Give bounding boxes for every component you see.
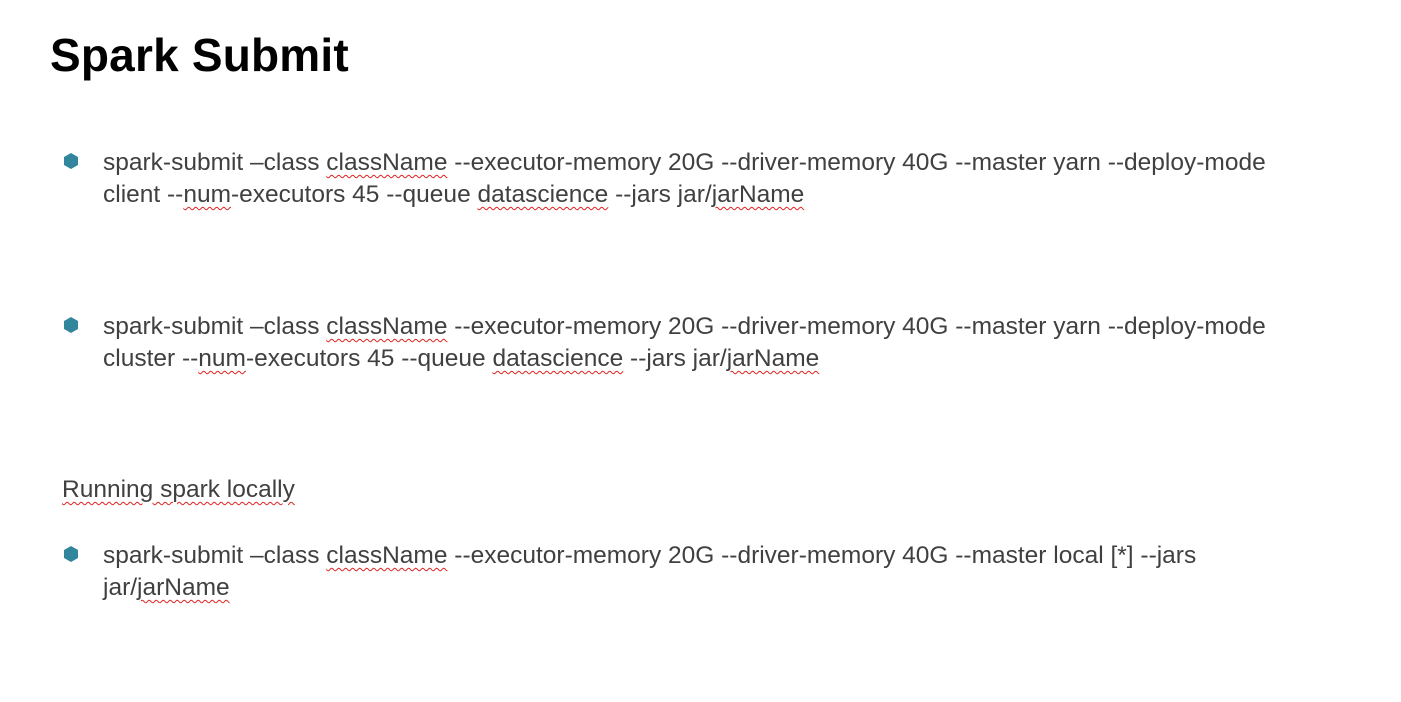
command-text: spark-submit –class bbox=[103, 542, 327, 569]
bullet-text: spark-submit –class className --executor… bbox=[103, 147, 1328, 211]
command-text: --executor-memory 20G --driver-memory 40… bbox=[103, 149, 1266, 208]
spellcheck-flagged-word: className bbox=[326, 149, 448, 176]
spellcheck-flagged-word: num bbox=[198, 345, 246, 372]
hexagon-bullet-icon bbox=[64, 546, 78, 562]
command-text: spark-submit –class bbox=[103, 313, 327, 340]
bullet-text: spark-submit –class className --executor… bbox=[103, 540, 1328, 604]
spellcheck-flagged-word: jarName bbox=[711, 181, 805, 208]
section-label-text: Running spark locally bbox=[62, 476, 295, 503]
spellcheck-flagged-word: jarName bbox=[726, 345, 820, 372]
command-text: -executors 45 --queue bbox=[245, 345, 493, 372]
hexagon-bullet-icon bbox=[64, 317, 78, 333]
spellcheck-flagged-word: jarName bbox=[137, 574, 230, 601]
command-text: --executor-memory 20G --driver-memory 40… bbox=[103, 542, 1197, 601]
spellcheck-flagged-word: datascience bbox=[492, 345, 624, 372]
command-text: -executors 45 --queue bbox=[231, 181, 478, 208]
section-label: Running spark locally bbox=[62, 474, 295, 506]
command-text: --jars jar/ bbox=[623, 345, 727, 372]
command-text: --jars jar/ bbox=[608, 181, 712, 208]
slide-title: Spark Submit bbox=[50, 29, 349, 81]
command-text: spark-submit –class bbox=[103, 149, 327, 176]
spellcheck-flagged-word: className bbox=[326, 542, 448, 569]
spellcheck-flagged-word: datascience bbox=[477, 181, 609, 208]
spellcheck-flagged-word: num bbox=[183, 181, 231, 208]
spellcheck-flagged-word: className bbox=[326, 313, 448, 340]
bullet-text: spark-submit –class className --executor… bbox=[103, 311, 1328, 375]
hexagon-bullet-icon bbox=[64, 153, 78, 169]
command-text: --executor-memory 20G --driver-memory 40… bbox=[103, 313, 1266, 372]
